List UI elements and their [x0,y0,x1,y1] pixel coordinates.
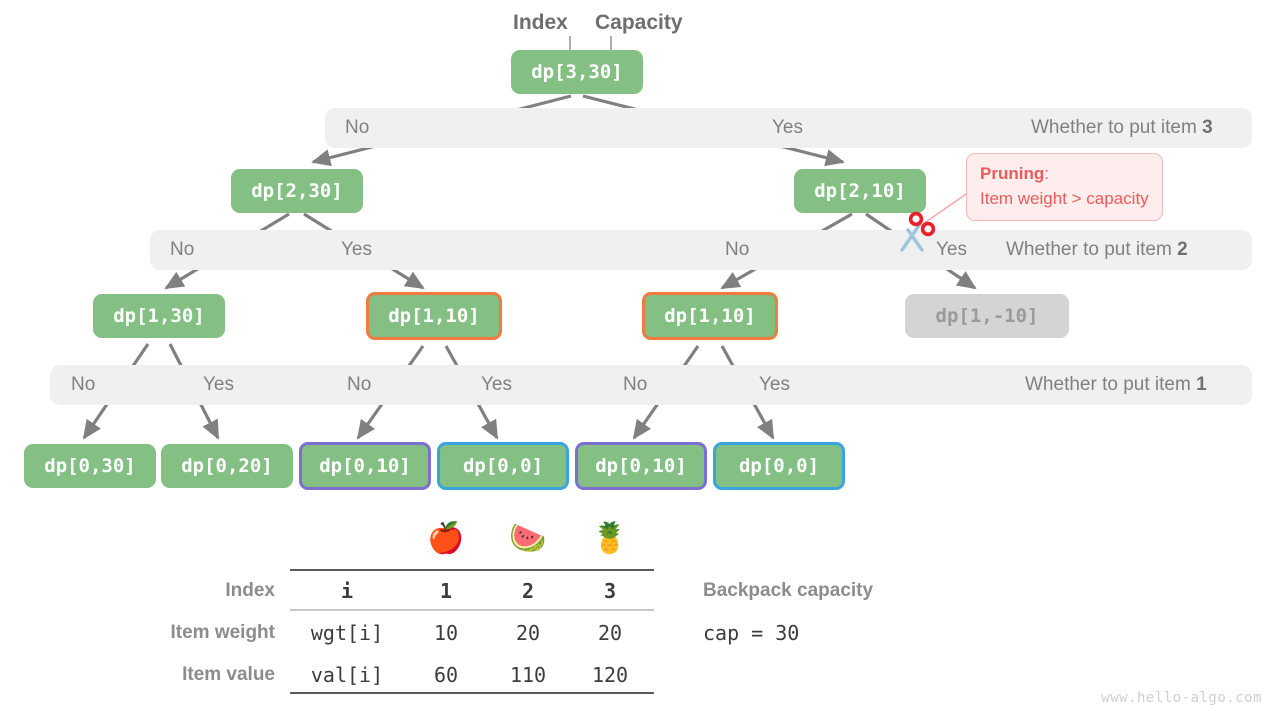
node-dp-1-10-b[interactable]: dp[1,10] [642,292,778,340]
capacity-annotation-label: Capacity [595,11,683,34]
pineapple-icon: 🍍 [591,522,629,555]
cell-index-2: 2 [521,579,535,603]
apple-icon: 🍎 [427,522,465,555]
band2-yes2-label: Yes [936,239,967,260]
row-label-item-weight: Item weight [170,622,275,643]
backpack-capacity-value: cap = 30 [703,621,800,645]
table-rule-bottom [290,692,654,694]
band3-no-label: No [71,374,96,395]
cell-key-wgt: wgt[i] [310,621,384,645]
cell-value-1: 60 [433,663,459,687]
band2-question-item: 2 [1177,239,1188,260]
node-dp-1-neg10[interactable]: dp[1,-10] [905,294,1069,338]
band2-yes-label: Yes [341,239,372,260]
band2-question-text: Whether to put item [1006,239,1178,260]
band2-no-label: No [170,239,195,260]
cell-key-val: val[i] [310,663,384,687]
band3-yes-label: Yes [203,374,234,395]
band1-question-text: Whether to put item [1031,117,1203,138]
band1-no-label: No [345,117,370,138]
band1-question: Whether to put item 3 [1031,108,1213,148]
pruning-colon: : [1044,164,1049,183]
row-label-index: Index [225,580,275,601]
pruning-title: Pruning [980,164,1045,183]
index-annotation-label: Index [513,11,568,34]
backpack-capacity-label: Backpack capacity [703,580,874,601]
node-dp-3-30[interactable]: dp[3,30] [511,50,643,94]
watermelon-icon: 🍉 [509,522,547,555]
node-dp-1-10-a[interactable]: dp[1,10] [366,292,502,340]
scissors-icon [896,210,940,263]
band2-no2-label: No [725,239,750,260]
cell-key-i: i [340,579,354,603]
pruning-callout: Pruning: Item weight > capacity [966,153,1163,222]
node-dp-1-30[interactable]: dp[1,30] [93,294,225,338]
cell-weight-3: 20 [597,621,623,645]
band3-no2-label: No [347,374,372,395]
watermark: www.hello-algo.com [1101,690,1262,706]
level-band-item2 [150,230,1252,270]
band3-question-text: Whether to put item [1025,374,1197,395]
level-band-item3 [325,108,1252,148]
cell-index-3: 3 [603,579,617,603]
node-dp-2-10[interactable]: dp[2,10] [794,169,926,213]
leaf-dp-0-0-a[interactable]: dp[0,0] [437,442,569,490]
node-dp-2-30[interactable]: dp[2,30] [231,169,363,213]
band3-question: Whether to put item 1 [1025,365,1207,405]
table-rule-top [290,569,654,571]
band3-no3-label: No [623,374,648,395]
band3-question-item: 1 [1196,374,1207,395]
cell-value-3: 120 [591,663,629,687]
band3-yes2-label: Yes [481,374,512,395]
leaf-dp-0-10-b[interactable]: dp[0,10] [575,442,707,490]
cell-value-2: 110 [509,663,547,687]
pruning-reason: Item weight > capacity [980,188,1149,208]
level-band-item1 [50,365,1252,405]
band1-question-item: 3 [1202,117,1213,138]
row-label-item-value: Item value [182,664,275,685]
pruning-title-row: Pruning: [980,162,1149,187]
leaf-dp-0-20[interactable]: dp[0,20] [161,444,293,488]
table-rule-mid [290,609,654,611]
band3-yes3-label: Yes [759,374,790,395]
leaf-dp-0-0-b[interactable]: dp[0,0] [713,442,845,490]
leaf-dp-0-10-a[interactable]: dp[0,10] [299,442,431,490]
leaf-dp-0-30[interactable]: dp[0,30] [24,444,156,488]
cell-weight-1: 10 [433,621,459,645]
cell-weight-2: 20 [515,621,541,645]
band2-question: Whether to put item 2 [1006,230,1188,270]
band1-yes-label: Yes [772,117,803,138]
cell-index-1: 1 [439,579,453,603]
